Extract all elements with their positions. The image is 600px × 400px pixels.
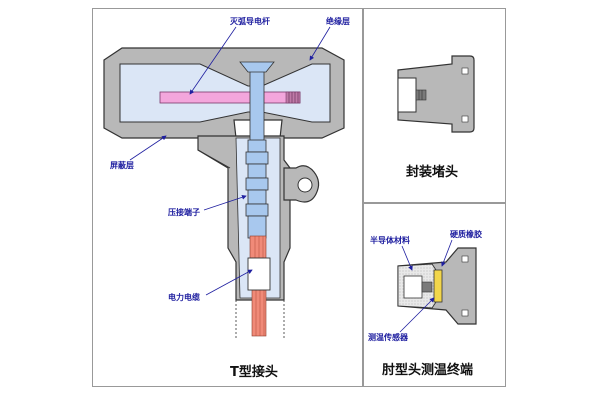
label-temp-sensor: 测温传感器: [368, 297, 435, 342]
rod-thread: [285, 91, 301, 104]
arc-rod: [159, 91, 301, 104]
label-shield: 屏蔽层: [110, 135, 167, 170]
label-hard-rubber: 硬质橡胶: [441, 229, 482, 267]
caption-plug: 封装堵头: [406, 164, 458, 180]
caption-t-joint: T型接头: [230, 364, 278, 380]
svg-text:硬质橡胶: 硬质橡胶: [450, 229, 482, 239]
svg-text:压接端子: 压接端子: [168, 207, 200, 217]
label-arc-rod: 灭弧导电杆: [189, 16, 270, 95]
label-cable: 电力电缆: [168, 269, 253, 302]
svg-text:半导体材料: 半导体材料: [370, 235, 410, 245]
crimp-lug: [245, 139, 269, 239]
caption-elbow: 肘型头测温终端: [382, 362, 473, 378]
svg-text:屏蔽层: 屏蔽层: [110, 160, 134, 170]
cable-sleeve: [247, 257, 271, 291]
svg-text:电力电缆: 电力电缆: [168, 292, 200, 302]
plug-figure: [397, 55, 475, 133]
label-insulation: 绝缘层: [309, 16, 350, 61]
svg-text:测温传感器: 测温传感器: [368, 332, 409, 342]
label-semi-material: 半导体材料: [370, 235, 413, 271]
svg-text:灭弧导电杆: 灭弧导电杆: [229, 16, 270, 26]
label-lug: 压接端子: [168, 194, 247, 217]
elbow-figure: [397, 247, 477, 325]
svg-text:绝缘层: 绝缘层: [326, 16, 350, 26]
